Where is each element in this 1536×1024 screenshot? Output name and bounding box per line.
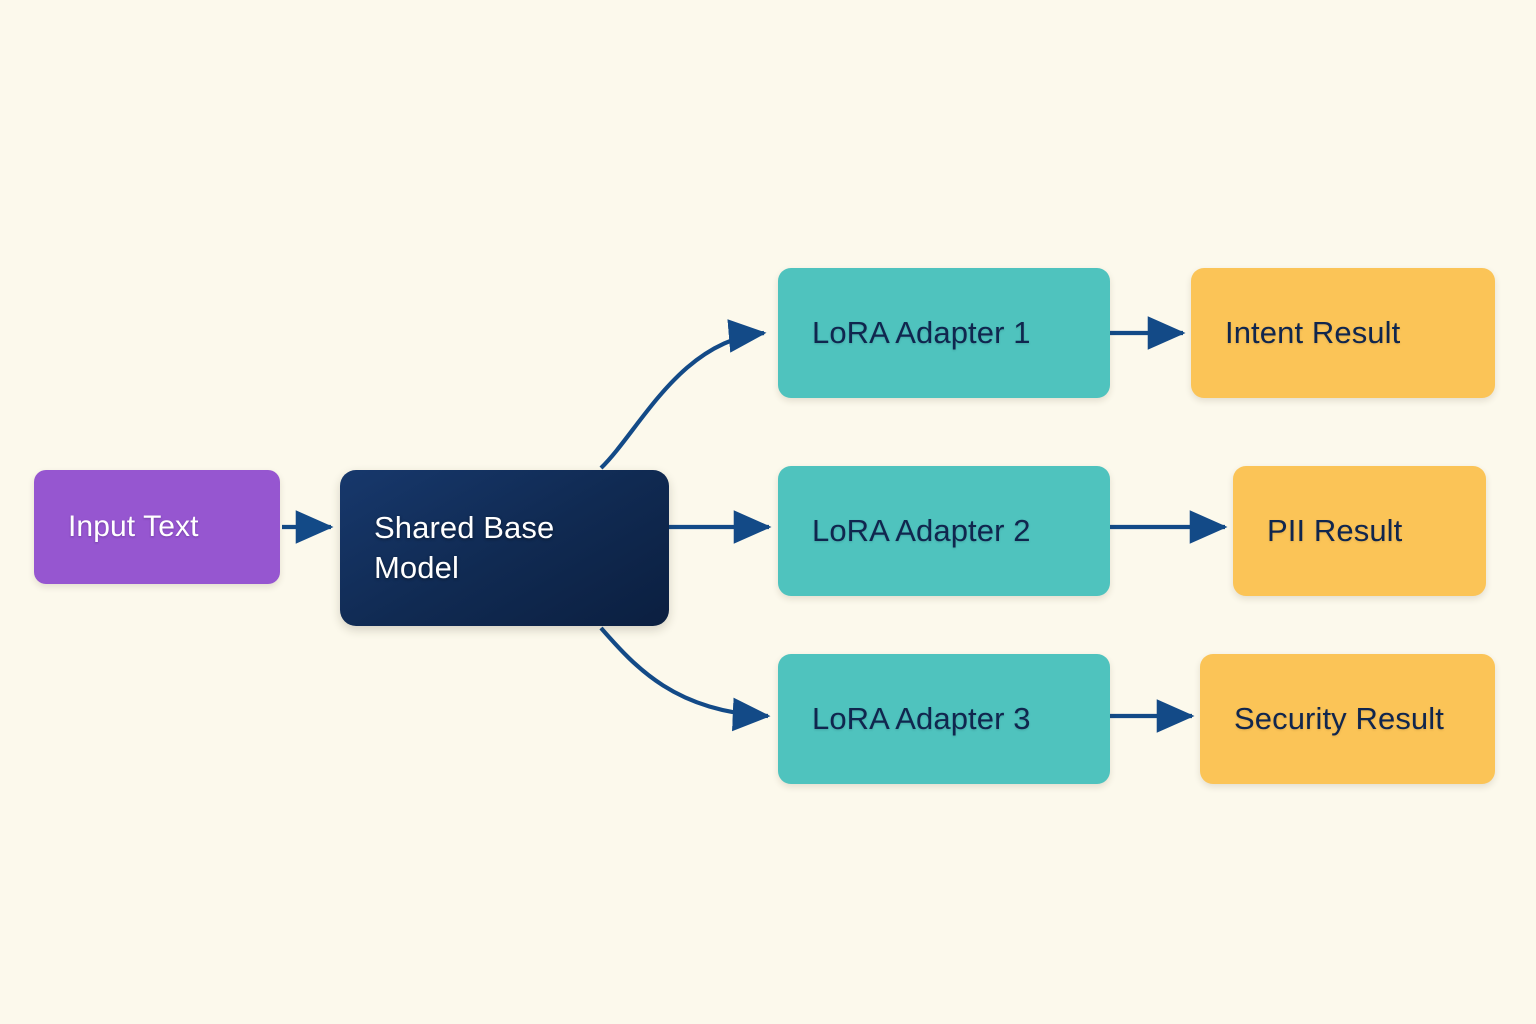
node-intent-result-label: Intent Result (1225, 315, 1401, 351)
node-security-result[interactable]: Security Result (1200, 654, 1495, 784)
node-lora-adapter-3-label: LoRA Adapter 3 (812, 701, 1031, 737)
node-input-text[interactable]: Input Text (34, 470, 280, 584)
node-input-text-label: Input Text (68, 509, 199, 543)
edge-base-to-adapter-1 (599, 319, 767, 470)
node-shared-base-model[interactable]: Shared Base Model (340, 470, 669, 626)
node-lora-adapter-2-label: LoRA Adapter 2 (812, 513, 1031, 549)
node-lora-adapter-1[interactable]: LoRA Adapter 1 (778, 268, 1110, 398)
node-pii-result[interactable]: PII Result (1233, 466, 1486, 596)
node-pii-result-label: PII Result (1267, 513, 1403, 549)
node-shared-base-model-label: Shared Base Model (374, 510, 555, 585)
edge-base-to-adapter-3 (599, 626, 771, 732)
node-security-result-label: Security Result (1234, 701, 1444, 737)
node-lora-adapter-3[interactable]: LoRA Adapter 3 (778, 654, 1110, 784)
node-lora-adapter-2[interactable]: LoRA Adapter 2 (778, 466, 1110, 596)
node-intent-result[interactable]: Intent Result (1191, 268, 1495, 398)
node-lora-adapter-1-label: LoRA Adapter 1 (812, 315, 1031, 351)
